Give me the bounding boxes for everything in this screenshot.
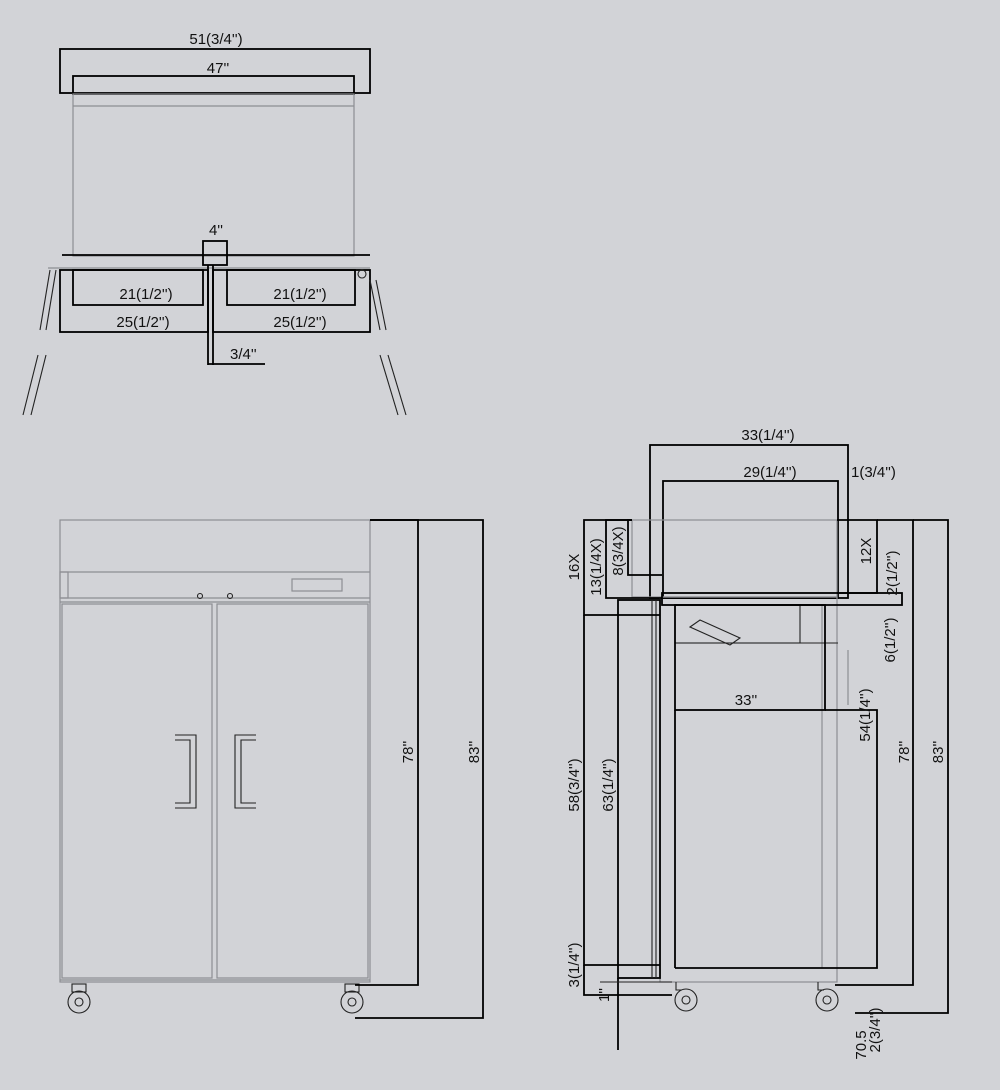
right-caster-mount	[344, 983, 360, 993]
rail-height-label: 2(1/2'')	[884, 551, 901, 596]
left-swing-near-b	[45, 269, 57, 331]
left-swing-far-a	[22, 354, 39, 416]
interior-height-label: 54(1/4'')	[857, 688, 874, 741]
inner-width-label: 47''	[207, 60, 230, 77]
left-caster-hub	[74, 997, 84, 1007]
inner-width-dim-box	[72, 75, 355, 95]
panel-end-cap	[59, 571, 69, 599]
door-lock-left	[196, 592, 204, 600]
left-handle	[175, 734, 197, 809]
left-outer-dim-box	[59, 269, 209, 333]
bottom-gap-label: 1''	[596, 988, 613, 1002]
shelf-depth-label: 33''	[735, 692, 758, 709]
caster-height-label: 2(3/4'')	[867, 1008, 884, 1053]
right-swing-near-a	[369, 279, 381, 331]
left-swing-far-b	[30, 354, 47, 416]
top-clearance-dim	[627, 519, 662, 576]
overall-width-dim-box	[59, 48, 371, 94]
top-right-label: 12X	[858, 538, 875, 565]
right-outer-dim-box	[212, 269, 371, 333]
right-swing-near-b	[375, 279, 387, 331]
side-rear-caster	[815, 988, 839, 1012]
right-door-inner-label: 21(1/2'')	[273, 286, 326, 303]
hinge-pin	[357, 269, 367, 279]
top-view: 51(3/4'') 47'' 4'' 3/4'' 21(1/2'') 21(1/…	[22, 31, 407, 416]
left-caster-mount	[71, 983, 87, 993]
right-door	[216, 603, 369, 979]
rail-bar	[661, 592, 903, 606]
right-door-outer-label: 25(1/2'')	[273, 314, 326, 331]
door-gap-label: 3/4''	[230, 346, 257, 363]
right-swing-far-a	[379, 354, 399, 416]
divider-dim-box	[202, 240, 228, 266]
top-clearance-label: 8(3/4X)	[610, 526, 627, 575]
front-body-height-label: 78''	[400, 741, 417, 764]
side-overall-height-dim	[855, 519, 949, 1014]
base-height-dim	[583, 965, 672, 996]
overall-depth-label: 33(1/4'')	[741, 427, 794, 444]
top-inner-dim	[605, 519, 662, 599]
right-handle	[234, 734, 256, 809]
right-caster-wheel	[340, 990, 364, 1014]
interior-height-dim	[825, 709, 878, 969]
left-caster-wheel	[67, 990, 91, 1014]
door-thickness-label: 1(3/4'')	[851, 464, 896, 481]
front-overall-height-label: 83''	[466, 741, 483, 764]
side-front-caster-fork	[675, 982, 682, 991]
top-inner-label: 13(1/4X)	[588, 538, 605, 596]
evaporator-fan	[688, 619, 742, 646]
side-front-caster	[674, 988, 698, 1012]
cabinet-height-label: 63(1/4'')	[600, 758, 617, 811]
overall-width-label: 51(3/4'')	[189, 31, 242, 48]
left-door	[61, 603, 213, 979]
side-body-height-label: 78''	[896, 741, 913, 764]
left-door-inner-label: 21(1/2'')	[119, 286, 172, 303]
side-overall-height-label: 83''	[930, 741, 947, 764]
side-door	[617, 599, 661, 979]
cabinet-depth-label: 29(1/4'')	[743, 464, 796, 481]
overall-height-dim	[355, 519, 484, 1019]
side-body-height-dim	[835, 519, 914, 986]
base-height-label: 3(1/4'')	[566, 943, 583, 988]
divider-width-label: 4''	[209, 222, 223, 239]
door-lock-right	[226, 592, 234, 600]
control-display	[291, 578, 343, 592]
cabinet-depth-dim	[662, 480, 839, 599]
door-height-label: 58(3/4'')	[566, 758, 583, 811]
cabinet-front-outline	[59, 519, 371, 983]
left-swing-near-a	[39, 269, 51, 331]
top-height-label: 16X	[566, 554, 583, 581]
door-height-dim	[583, 615, 660, 966]
cabinet-top-outline	[72, 93, 355, 257]
side-view: 33(1/4'') 29(1/4'') 1(3/4'') 33'' 16X 13…	[566, 427, 949, 1060]
side-body	[659, 596, 838, 983]
left-door-outer-label: 25(1/2'')	[116, 314, 169, 331]
right-swing-far-b	[387, 354, 407, 416]
side-rear-caster-fork	[817, 982, 824, 991]
shelf-drop-label: 6(1/2'')	[882, 618, 899, 663]
side-front-caster-hub	[681, 995, 691, 1005]
right-caster-hub	[347, 997, 357, 1007]
front-view: 78'' 83''	[59, 519, 484, 1019]
side-rear-caster-hub	[822, 995, 832, 1005]
caster-offset-label: 70.5	[853, 1030, 870, 1059]
